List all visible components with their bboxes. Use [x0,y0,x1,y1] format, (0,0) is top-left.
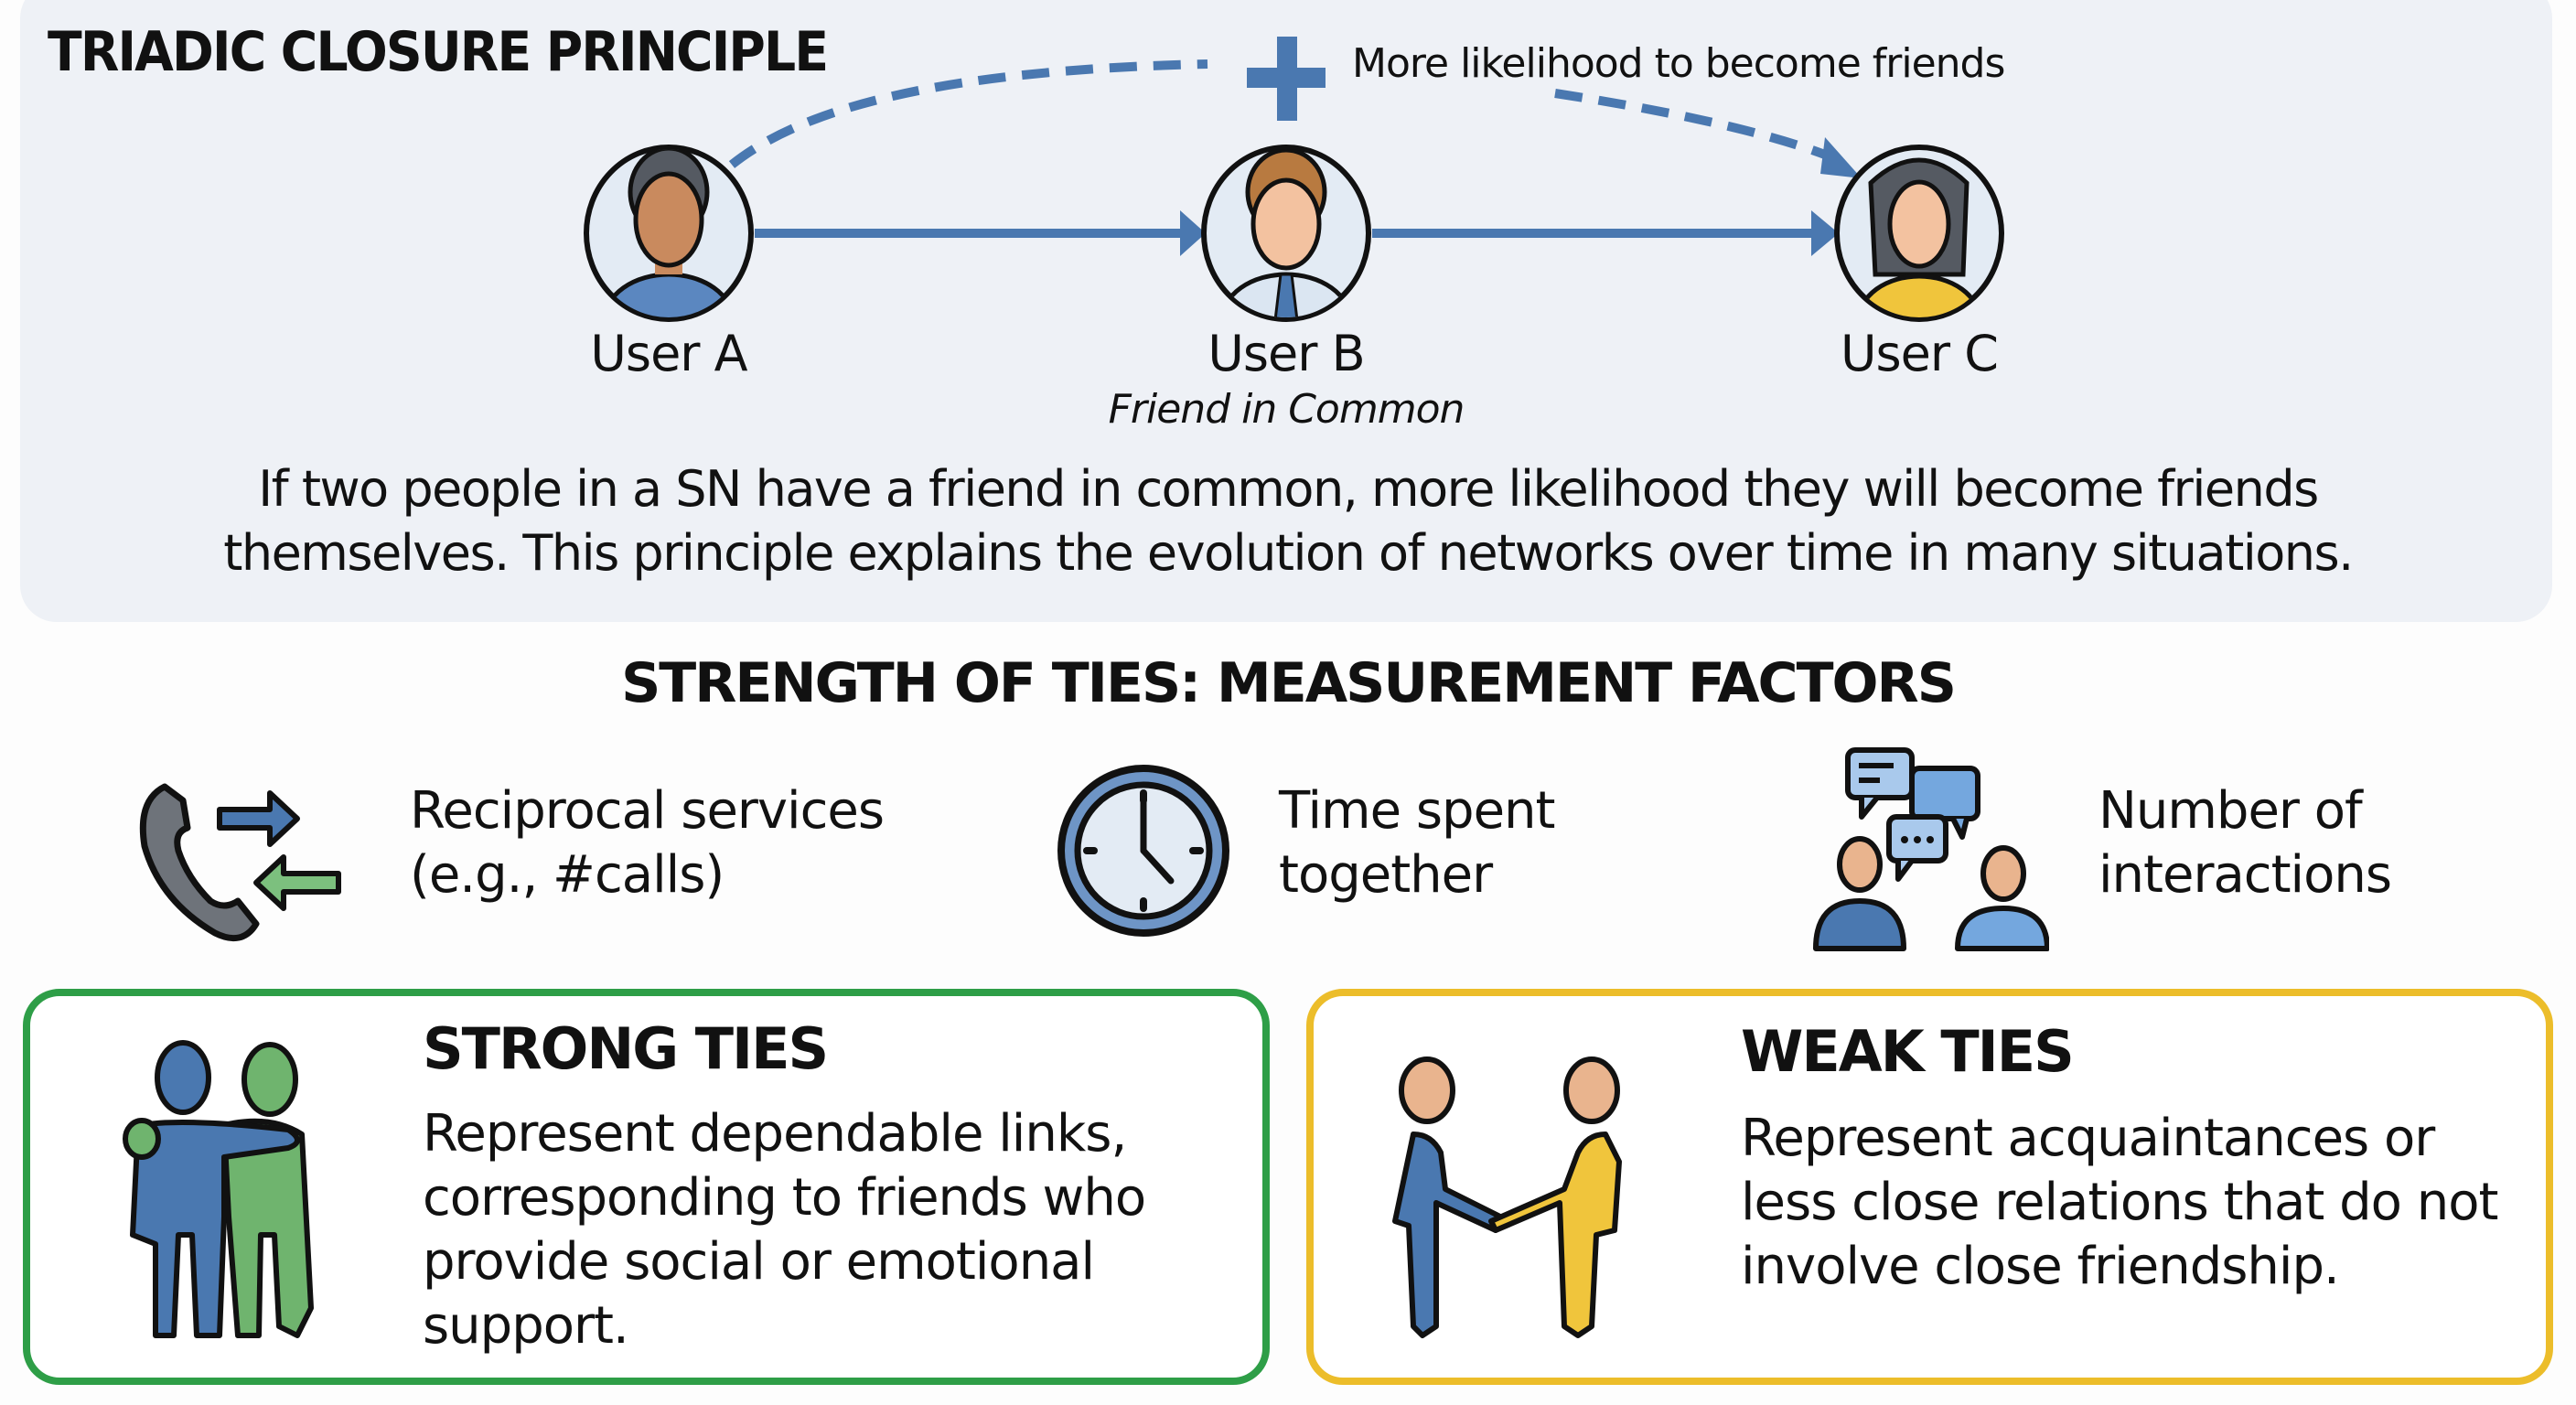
strong-ties-line: provide social or emotional [423,1232,1095,1292]
factor-reciprocal-line2: (e.g., #calls) [410,845,724,905]
arrow-b-to-c [1372,210,1839,256]
phone-exchange-icon [139,783,341,942]
strong-ties-title: STRONG TIES [423,1015,829,1082]
factor-interactions-line1: Number of [2098,781,2363,841]
likelihood-label: More likelihood to become friends [1352,40,2005,87]
factor-reciprocal: Reciprocal services (e.g., #calls) [410,779,885,907]
strong-ties-line: corresponding to friends who [423,1168,1146,1228]
user-a-label: User A [590,325,747,382]
conversation-icon [1813,747,2049,951]
strength-title: STRENGTH OF TIES: MEASUREMENT FACTORS [621,651,1957,715]
triadic-title: TRIADIC CLOSURE PRINCIPLE [48,20,829,84]
user-b-label: User B [1208,325,1365,382]
strong-ties-line: Represent dependable links, [423,1104,1127,1164]
description-line-1: If two people in a SN have a friend in c… [258,460,2319,518]
strong-ties-description: Represent dependable links, correspondin… [423,1102,1146,1358]
triadic-diagram [584,37,2004,366]
clock-icon [1057,765,1229,937]
weak-ties-title: WEAK TIES [1741,1018,2075,1085]
weak-ties-card [1306,989,2553,1385]
dashed-arrowhead [1820,137,1862,178]
factor-reciprocal-line1: Reciprocal services [410,781,885,841]
weak-ties-description: Represent acquaintances or less close re… [1741,1107,2498,1299]
handshake-icon [1392,1056,1622,1338]
factor-time-line1: Time spent [1279,781,1555,841]
factor-time: Time spent together [1279,779,1555,907]
hugging-people-icon [123,1040,314,1338]
strong-ties-line: support. [423,1296,629,1356]
user-b-avatar[interactable] [1201,145,1371,366]
factor-interactions: Number of interactions [2098,779,2392,907]
friend-in-common-label: Friend in Common [1108,386,1465,433]
user-c-label: User C [1841,325,1999,382]
factor-interactions-line2: interactions [2098,845,2392,905]
user-c-avatar[interactable] [1834,145,2004,364]
dashed-curve-left [728,59,1208,168]
plus-icon [1247,37,1326,121]
arrow-a-to-b [755,210,1206,256]
factor-time-line2: together [1279,845,1493,905]
dashed-curve-right [1554,89,1841,165]
triadic-description: If two people in a SN have a friend in c… [55,457,2521,585]
user-a-avatar[interactable] [584,145,754,366]
weak-ties-line: involve close friendship. [1741,1237,2340,1296]
description-line-2: themselves. This principle explains the … [223,524,2354,582]
weak-ties-line: Represent acquaintances or [1741,1109,2435,1168]
weak-ties-line: less close relations that do not [1741,1173,2498,1232]
